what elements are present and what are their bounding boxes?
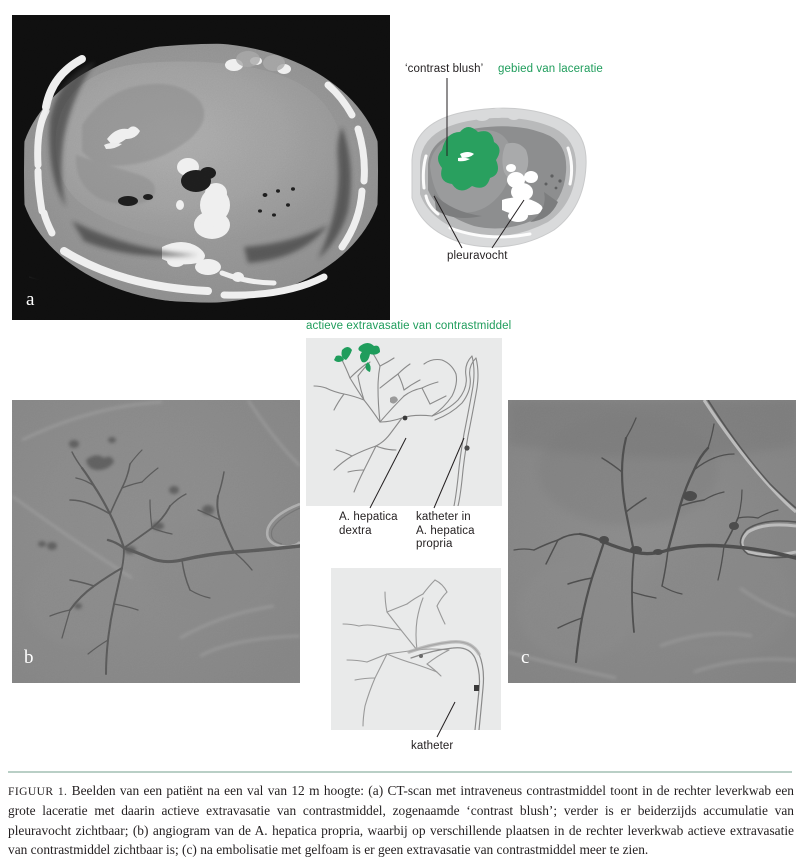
schematic-post-embolisation-graphic [331,568,501,730]
angiogram-c-graphic [508,400,796,683]
figure-caption-label: FIGUUR 1. [8,785,68,798]
label-gebied-van-laceratie: gebied van laceratie [498,63,603,75]
schematic-angiogram-extravasation [306,338,502,506]
label-actieve-extravasatie: actieve extravasatie van contrastmiddel [306,320,512,332]
angiogram-b-graphic [12,400,300,683]
ct-scan-graphic [12,15,390,320]
extravasation-green-marks [334,343,380,372]
label-contrast-blush: ‘contrast blush’ [405,63,484,75]
label-katheter-in-a-hepatica-propria: katheter in A. hepatica propria [416,511,475,550]
panel-b-angiogram-image [12,400,300,683]
schematic-ct-cross-section [398,88,598,268]
panel-a-ct-scan-image [12,15,390,320]
schematic-angiogram-post-embolisation [331,568,501,730]
label-a-hepatica-dextra: A. hepatica dextra [339,511,398,537]
schematic-angiogram-graphic [306,338,502,506]
schematic-ct-graphic [411,107,587,248]
label-katheter: katheter [411,740,454,752]
figure-caption-text: Beelden van een patiënt na een val van 1… [8,783,794,858]
caption-divider [8,771,792,773]
label-pleuravocht: pleuravocht [447,250,508,262]
panel-c-letter: c [521,647,530,668]
figure-caption: FIGUUR 1. Beelden van een patiënt na een… [8,781,794,860]
panel-c-angiogram-image [508,400,796,683]
panel-a-letter: a [26,289,35,310]
panel-b-letter: b [24,647,34,668]
